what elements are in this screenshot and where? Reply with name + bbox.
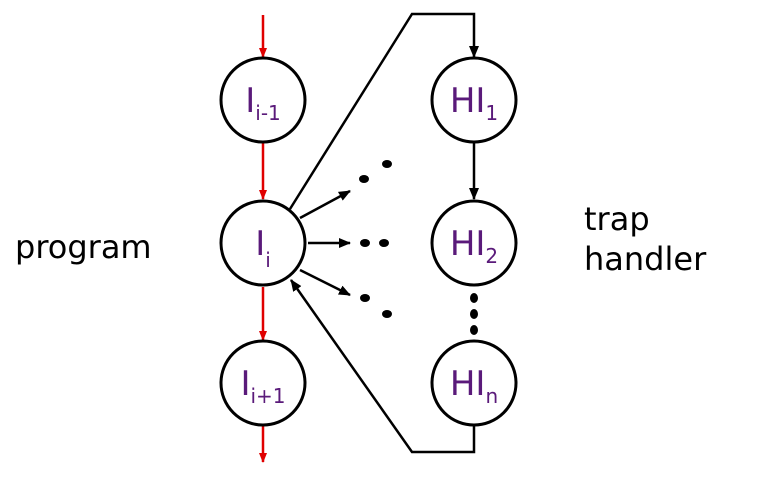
node-hi-1-label: HI1 (450, 81, 498, 125)
node-i-minus-1-label: Ii-1 (245, 81, 281, 125)
node-hi-2 (430, 199, 518, 287)
node-i-minus-1 (219, 56, 307, 144)
return-arrow (289, 279, 476, 454)
branch-arrow-down (299, 268, 351, 297)
node-hi-n (430, 339, 518, 427)
branch-arrow-up (299, 189, 351, 220)
node-hi-2-label: HI2 (450, 224, 498, 268)
node-hi-1 (430, 56, 518, 144)
node-i-plus-1 (219, 339, 307, 427)
node-i-label: Ii (255, 224, 271, 272)
program-label: program (15, 228, 152, 266)
trap-arrow (288, 12, 479, 210)
handler-label: handler (584, 240, 707, 278)
handler-flow (288, 12, 479, 454)
trap-label: trap (584, 200, 650, 238)
ellipsis-dots (359, 160, 478, 335)
node-hi-n-label: HIn (450, 364, 498, 408)
node-i (219, 199, 307, 287)
node-i-plus-1-label: Ii+1 (240, 364, 285, 408)
